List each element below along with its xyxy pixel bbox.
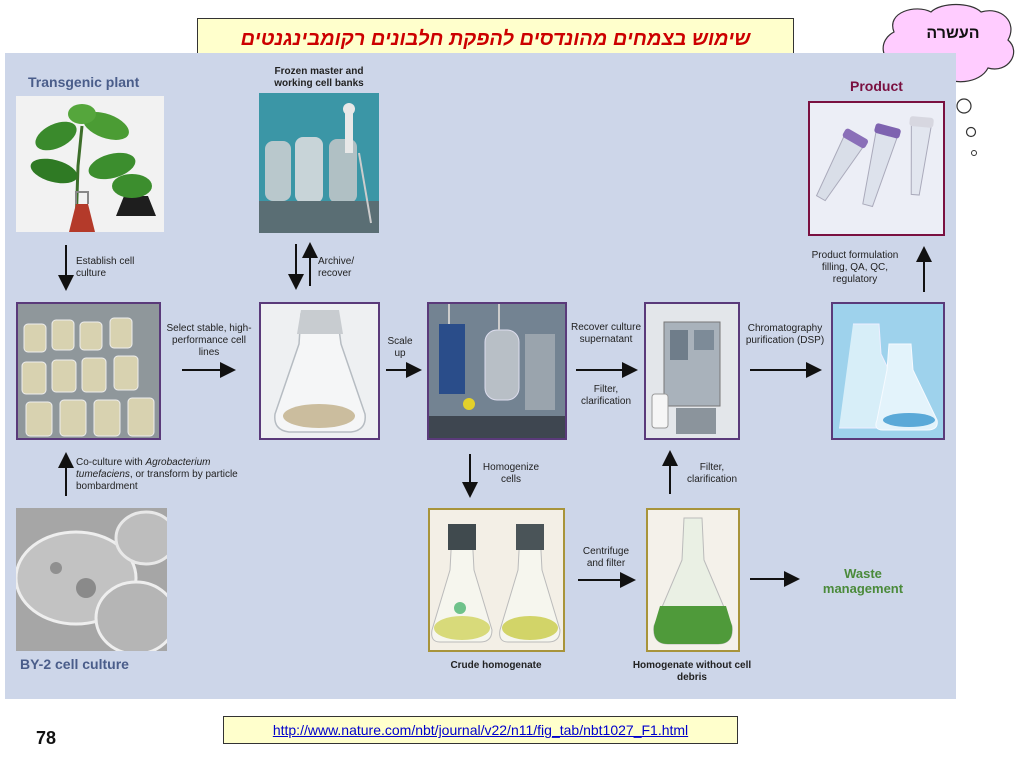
label-frozen-banks: Frozen master and working cell banks <box>274 66 364 89</box>
label-chromatography: Chromatography purification (DSP) <box>745 323 825 346</box>
label-centrifuge: Centrifuge and filter <box>582 546 630 569</box>
label-homogenize: Homogenize cells <box>482 462 540 485</box>
label-crude-homogenate: Crude homogenate <box>450 660 542 671</box>
photo-bioreactor <box>427 302 567 440</box>
photo-product-tubes <box>808 101 945 236</box>
label-coculture: Co-culture with Agrobacterium tumefacien… <box>76 457 252 493</box>
label-scale-up: Scale up <box>387 336 413 359</box>
label-waste: Waste management <box>822 566 904 596</box>
label-select: Select stable, high-performance cell lin… <box>166 323 252 358</box>
photo-filtration-unit <box>644 302 740 440</box>
label-establish: Establish cell culture <box>76 256 135 279</box>
photo-homogenate-clear <box>646 508 740 652</box>
photo-purified-flasks <box>831 302 945 440</box>
label-coculture-b: Agrobacterium tumefaciens <box>76 457 211 480</box>
label-coculture-c: , or transform by particle bombardment <box>76 469 238 492</box>
cloud-note: העשרה <box>912 24 994 43</box>
photo-by2-micrograph <box>16 508 167 651</box>
photo-cell-culture-jars <box>16 302 161 440</box>
page-number: 78 <box>36 728 57 748</box>
source-url-link[interactable]: http://www.nature.com/nbt/journal/v22/n1… <box>272 722 689 738</box>
photo-frozen-cell-banks <box>259 93 379 233</box>
label-transgenic-plant: Transgenic plant <box>28 74 140 90</box>
slide-title: שימוש בצמחים מהונדסים להפקת חלבונים רקומ… <box>240 27 751 50</box>
source-url-box: http://www.nature.com/nbt/journal/v22/n1… <box>223 716 738 744</box>
label-filter-2: Filter, clarification <box>686 462 738 485</box>
label-homogenate-no-debris: Homogenate without cell debris <box>632 660 752 683</box>
label-by2: BY-2 cell culture <box>20 656 129 672</box>
label-coculture-a: Co-culture with <box>76 457 146 468</box>
label-product: Product <box>850 78 903 94</box>
cloud-note-text: העשרה <box>926 25 980 42</box>
photo-crude-homogenate <box>428 508 565 652</box>
label-recover: Recover culture supernatant <box>570 322 642 345</box>
label-filter-1: Filter, clarification <box>580 384 632 407</box>
photo-transgenic-plant <box>16 96 164 232</box>
label-archive: Archive/ recover <box>318 256 355 279</box>
label-formulation: Product formulation filling, QA, QC, reg… <box>811 250 899 285</box>
photo-flask-culture <box>259 302 380 440</box>
